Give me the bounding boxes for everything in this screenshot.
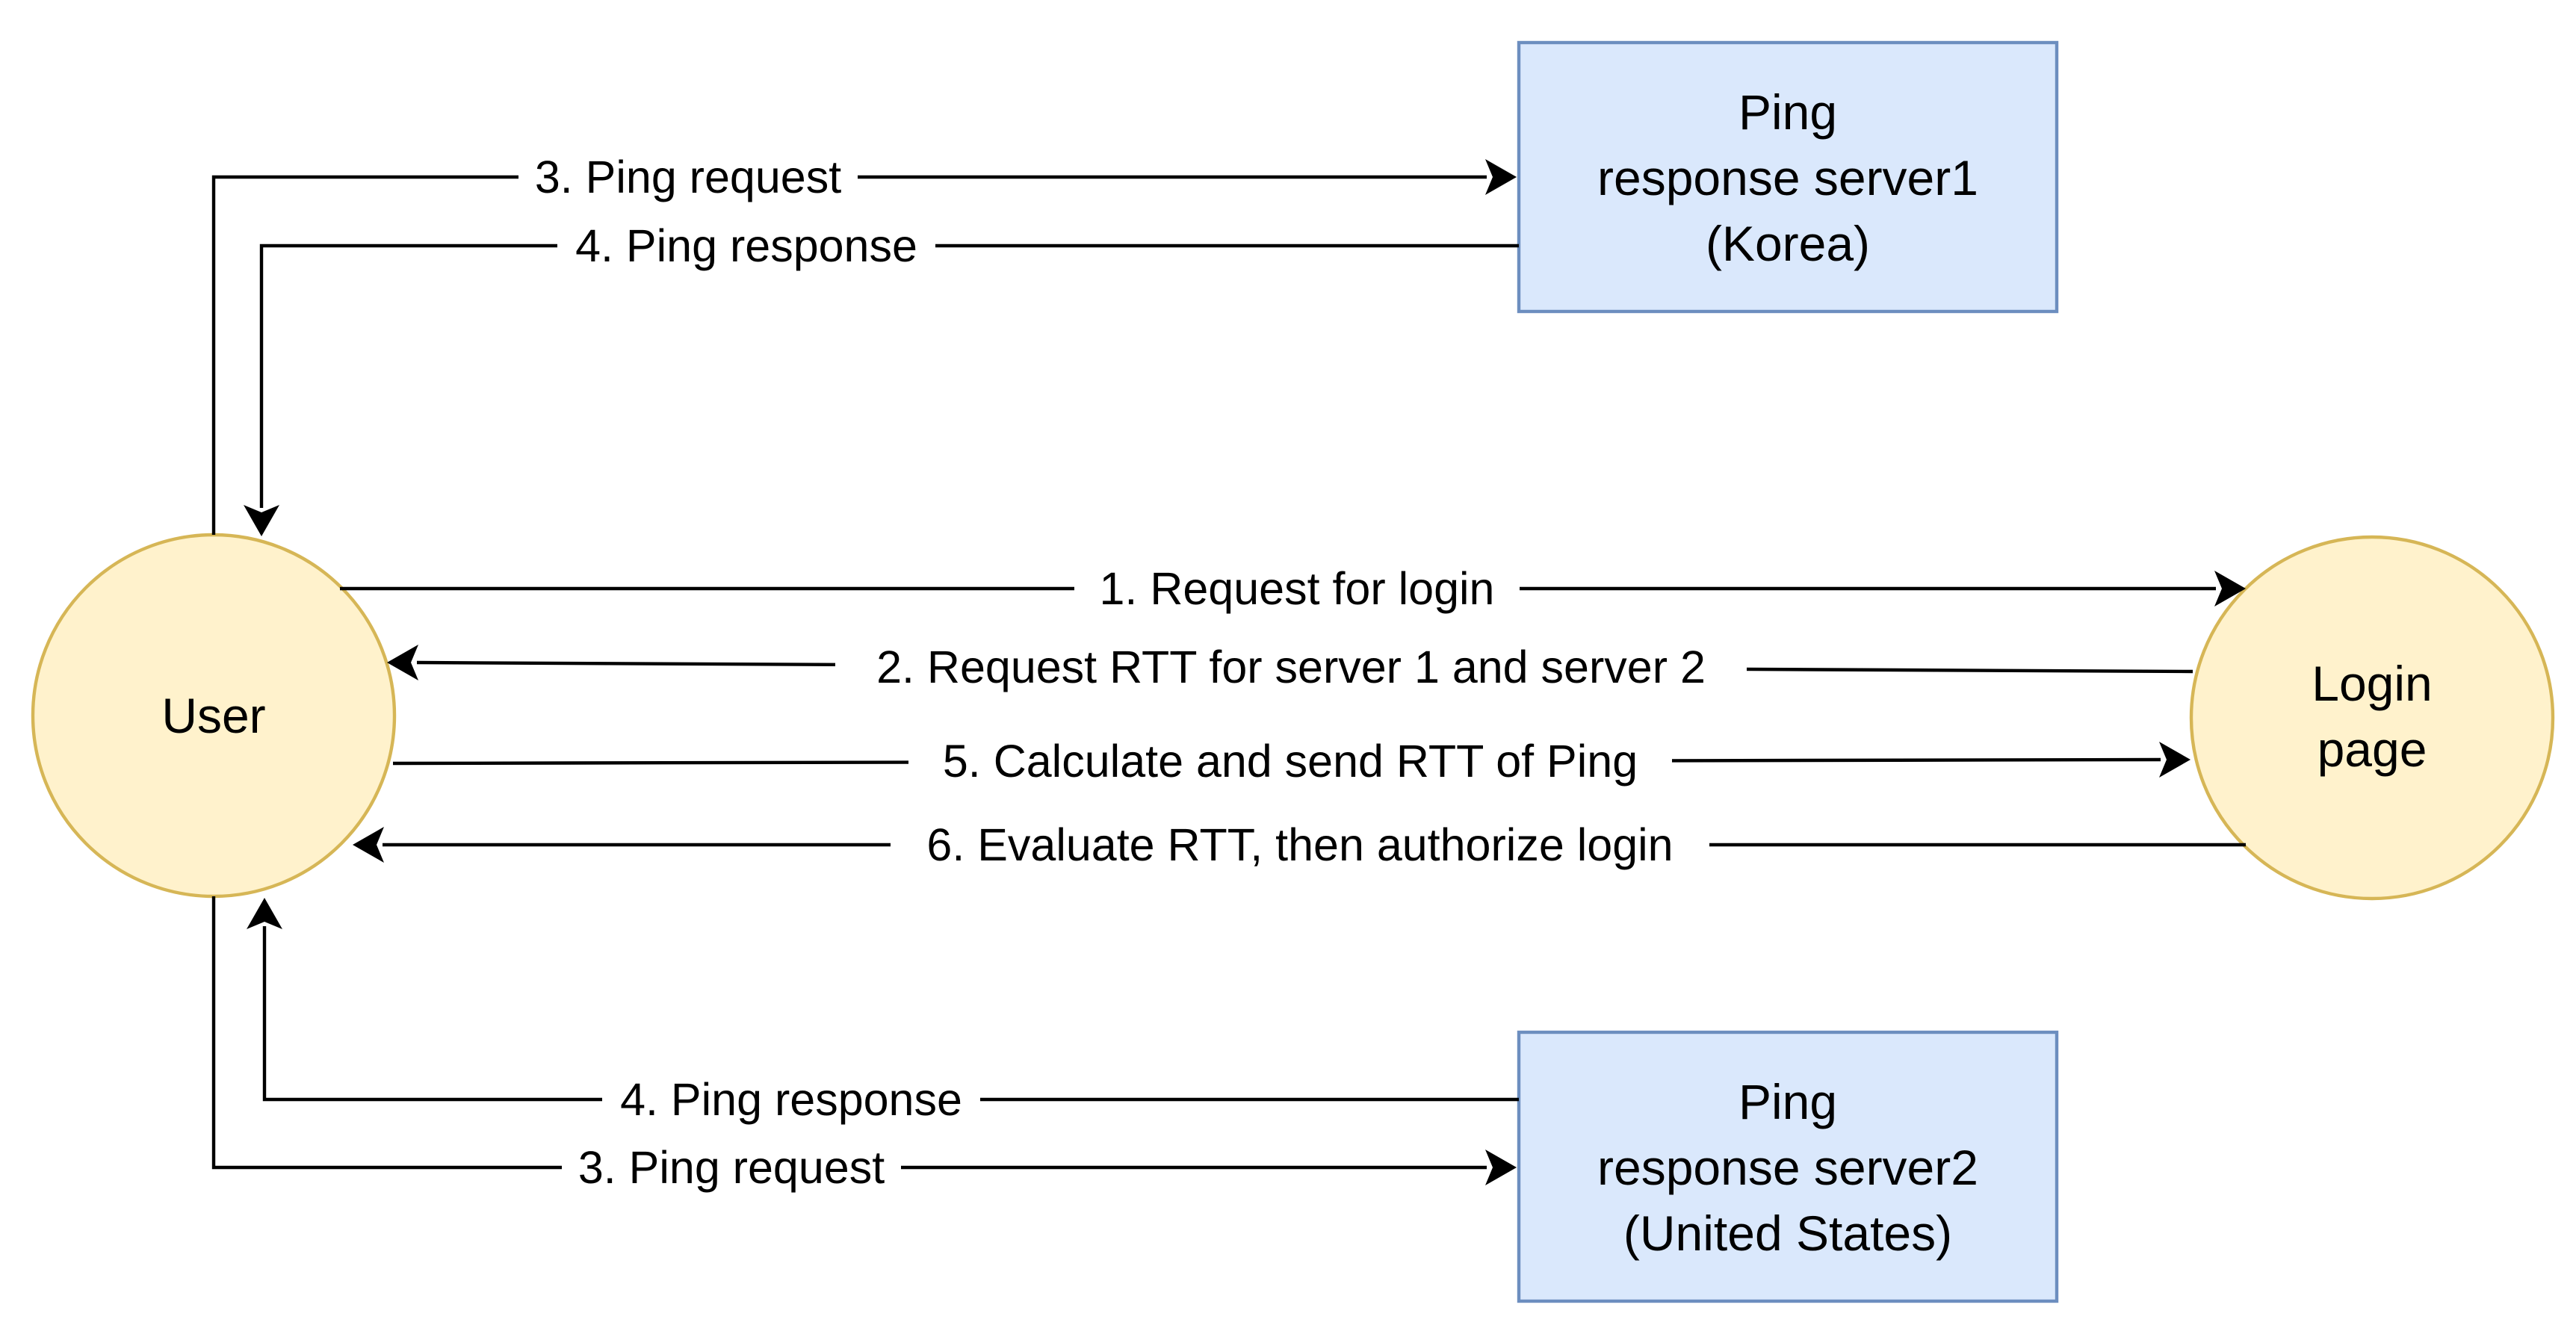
- edge-ping-request-server1-label: 3. Ping request: [535, 152, 841, 202]
- edge-label-bg: [562, 1141, 901, 1194]
- server1-label-line3: (Korea): [1706, 216, 1870, 271]
- edge-login-request: 1. Request for login: [340, 562, 2246, 615]
- edge-ping-request-server2-label: 3. Ping request: [578, 1142, 885, 1193]
- arrowhead-right-icon: [2214, 571, 2246, 607]
- login-page-circle: [2189, 535, 2555, 901]
- server2-label-line2: response server2: [1597, 1140, 1978, 1195]
- arrowhead-right-icon: [1485, 1150, 1517, 1185]
- arrowhead-up-icon: [247, 898, 282, 929]
- edge-label-bg: [557, 220, 935, 272]
- edge-login-request-label: 1. Request for login: [1100, 563, 1495, 614]
- edge-label-bg: [835, 641, 1747, 693]
- edge-authorize-login: 6. Evaluate RTT, then authorize login: [353, 819, 2246, 871]
- server2-box: [1517, 1030, 2059, 1303]
- server1-label-line2: response server1: [1597, 150, 1978, 205]
- edge-send-rtt-label: 5. Calculate and send RTT of Ping: [943, 736, 1638, 787]
- edge-label-bg: [602, 1073, 980, 1126]
- edge-ping-response-server2-label: 4. Ping response: [620, 1074, 962, 1125]
- login-page-label-line2: page: [2318, 722, 2427, 777]
- edge-ping-request-server1: 3. Ping request: [211, 151, 1517, 535]
- edge-label-bg: [891, 819, 1709, 871]
- edge-label-bg: [518, 151, 858, 203]
- edge-ping-response-server1-label: 4. Ping response: [575, 220, 917, 271]
- edge-ping-request-server2: 3. Ping request: [211, 896, 1517, 1194]
- edge-ping-response-server1-line: [259, 243, 1519, 508]
- arrowhead-left-icon: [353, 827, 384, 863]
- arrowhead-left-icon: [387, 645, 418, 680]
- login-page-node: Login page: [2189, 535, 2555, 901]
- server2-label-line1: Ping: [1739, 1074, 1837, 1129]
- edge-send-rtt: 5. Calculate and send RTT of Ping: [392, 735, 2190, 787]
- edge-rtt-request: 2. Request RTT for server 1 and server 2: [387, 641, 2193, 693]
- arrowhead-right-icon: [1485, 159, 1517, 195]
- login-page-label-line1: Login: [2312, 656, 2433, 711]
- edge-ping-response-server2: 4. Ping response: [247, 898, 1519, 1126]
- edge-ping-request-server1-line: [211, 175, 1487, 535]
- server2-node: Ping response server2 (United States): [1517, 1030, 2059, 1303]
- edge-rtt-request-label: 2. Request RTT for server 1 and server 2: [876, 642, 1706, 692]
- user-label: User: [161, 688, 265, 743]
- server1-box: [1517, 40, 2059, 314]
- server1-label-line1: Ping: [1739, 84, 1837, 140]
- edge-ping-response-server1: 4. Ping response: [244, 220, 1519, 536]
- arrowhead-right-icon: [2159, 742, 2190, 778]
- edge-authorize-login-label: 6. Evaluate RTT, then authorize login: [926, 819, 1673, 870]
- arrowhead-down-icon: [244, 505, 279, 536]
- edge-ping-response-server2-line: [262, 926, 1519, 1102]
- edge-label-bg: [908, 735, 1672, 787]
- edge-label-bg: [1074, 562, 1520, 615]
- edge-ping-request-server2-line: [211, 896, 1487, 1170]
- server2-label-line3: (United States): [1623, 1206, 1952, 1261]
- server1-node: Ping response server1 (Korea): [1517, 40, 2059, 314]
